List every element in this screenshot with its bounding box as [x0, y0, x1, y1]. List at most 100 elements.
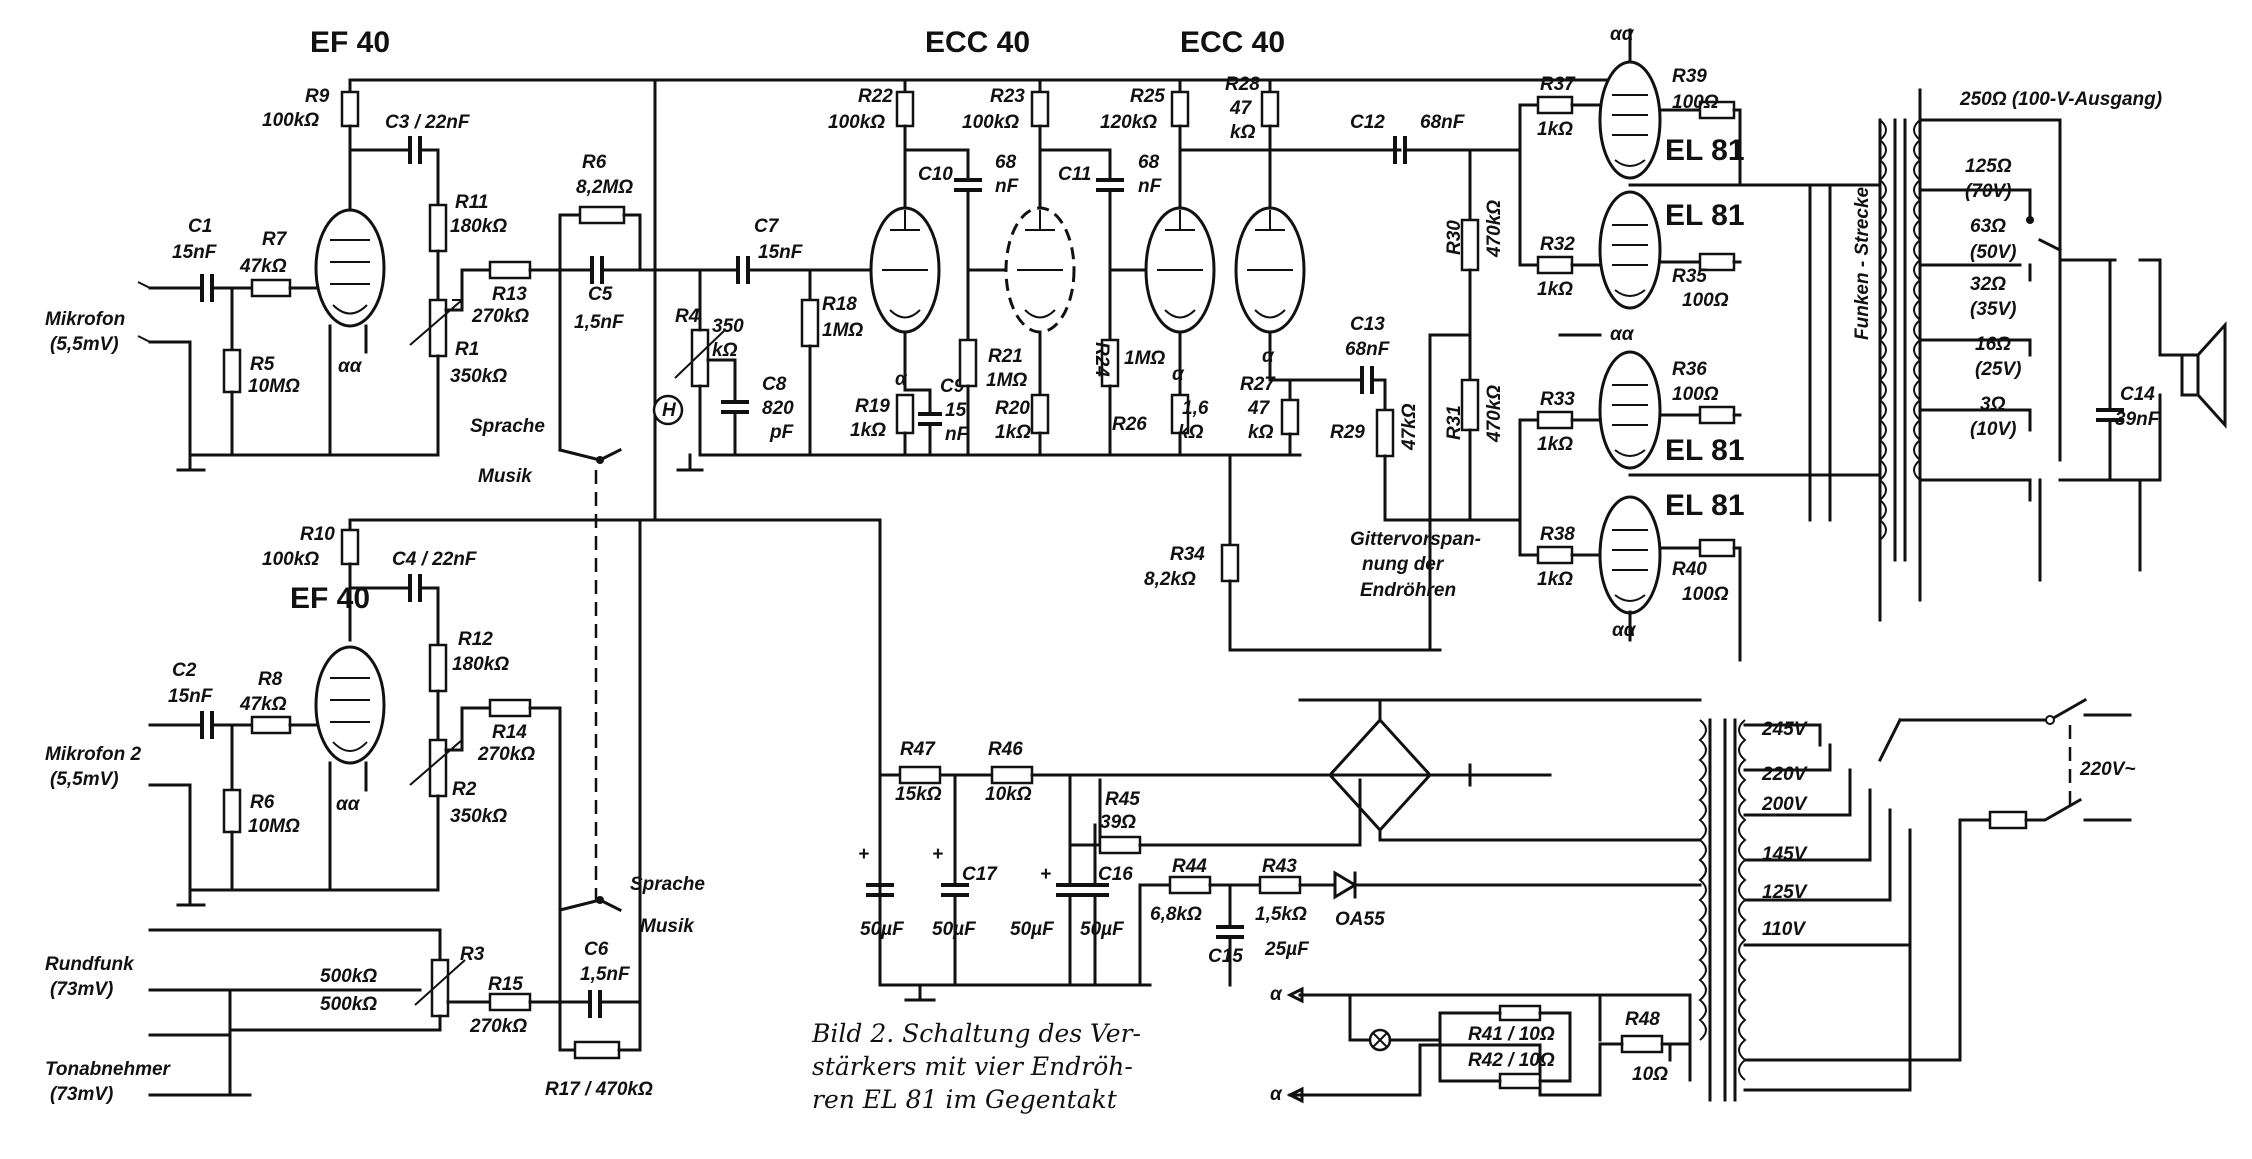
label-r23-name: R23	[990, 86, 1025, 107]
label-c5-value: 1,5nF	[574, 312, 625, 333]
potentiometer-r1	[428, 298, 448, 358]
label-r20-name: R20	[995, 398, 1030, 419]
resistor-r10	[340, 528, 360, 566]
label-c12-value: 68nF	[1420, 112, 1466, 133]
label-c8-v2: pF	[769, 422, 795, 443]
resistor-r37	[1536, 95, 1574, 115]
figure-caption: Bild 2. Schaltung des Ver- stärkers mit …	[811, 1019, 1141, 1114]
label-r41: R41 / 10Ω	[1468, 1024, 1555, 1045]
label-r30-value: 470kΩ	[1484, 200, 1505, 258]
resistor-r11	[428, 203, 448, 253]
label-c1-name: C1	[188, 216, 212, 237]
label-switch-sprache-2: Sprache	[630, 874, 705, 895]
label-r45-name: R45	[1105, 789, 1140, 810]
label-c17-plus1: +	[858, 844, 869, 865]
tube-label-el81-3: EL 81	[1665, 434, 1745, 467]
label-r35-name: R35	[1672, 266, 1707, 287]
label-c4: C4 / 22nF	[392, 549, 478, 570]
label-r42: R42 / 10Ω	[1468, 1050, 1555, 1071]
label-r6-name: R6	[582, 152, 607, 173]
label-r25-name: R25	[1130, 86, 1165, 107]
label-r32-name: R32	[1540, 234, 1575, 255]
label-r38-value: 1kΩ	[1537, 569, 1573, 590]
label-c8-name: C8	[762, 374, 787, 395]
label-mains-200: 200V	[1761, 794, 1808, 815]
label-r3b: 500kΩ	[320, 994, 377, 1015]
label-oa55: OA55	[1335, 909, 1385, 930]
label-r28-name: R28	[1225, 74, 1260, 95]
label-r29: R29	[1330, 422, 1365, 443]
label-c12: C12	[1350, 112, 1385, 133]
feedback-network-2: C6 1,5nF R17 / 470kΩ Sprache Musik	[545, 518, 705, 1100]
label-r26-v2: kΩ	[1178, 422, 1204, 443]
potentiometer-r2	[428, 738, 448, 798]
label-r5-name: R5	[250, 354, 275, 375]
label-c6-value: 1,5nF	[580, 964, 631, 985]
resistor-r6	[578, 205, 626, 225]
resistor-r20	[1030, 393, 1050, 435]
label-phono-level: (73mV)	[50, 1084, 113, 1105]
label-r3a: 500kΩ	[320, 966, 377, 987]
label-c3: C3 / 22nF	[385, 112, 471, 133]
label-tap-63: 63Ω	[1970, 216, 2006, 237]
label-tap-3: 3Ω	[1980, 394, 2006, 415]
label-r4-v1: 350	[712, 316, 744, 337]
label-r15-value: 270kΩ	[469, 1016, 527, 1037]
tube-label-ef40-1: EF 40	[310, 26, 390, 59]
label-c1-value: 15nF	[172, 242, 218, 263]
label-r33-name: R33	[1540, 389, 1575, 410]
label-r38-name: R38	[1540, 524, 1575, 545]
label-c10-name: C10	[918, 164, 953, 185]
label-r37-name: R37	[1540, 74, 1576, 95]
hum-balance-symbol	[652, 394, 684, 426]
resistor-r6b	[222, 788, 242, 834]
label-c9-v2: nF	[945, 424, 970, 445]
resistor-r46	[990, 765, 1034, 785]
label-c11-v2: nF	[1138, 176, 1163, 197]
label-r43-value: 1,5kΩ	[1255, 904, 1307, 925]
resistor-r22	[895, 90, 915, 128]
label-c10-v2: nF	[995, 176, 1020, 197]
resistor-r15	[488, 992, 532, 1012]
resistor-r17	[573, 1040, 621, 1060]
label-h: H	[662, 400, 677, 421]
resistor-r34	[1220, 543, 1240, 583]
diode-oa55	[1333, 870, 1358, 900]
caption-line-3: ren EL 81 im Gegentakt	[812, 1085, 1118, 1114]
label-r10-value: 100kΩ	[262, 549, 319, 570]
label-r21-value: 1MΩ	[986, 370, 1027, 391]
stage-ecc40-1: ECC 40 ECC 40 C7 15nF R4 350 kΩ C8 820 p…	[652, 26, 1302, 472]
label-tap-70v: (70V)	[1965, 181, 2011, 202]
label-r36-value: 100Ω	[1672, 384, 1719, 405]
label-r12-value: 180kΩ	[452, 654, 509, 675]
label-switch-musik-2: Musik	[640, 916, 695, 937]
label-r7-name: R7	[262, 229, 288, 250]
resistor-r18	[800, 298, 820, 348]
tube-el81-1	[1598, 60, 1662, 180]
label-r6b-value: 10MΩ	[248, 816, 300, 837]
label-c10-v1: 68	[995, 152, 1017, 173]
tube-el81-3	[1598, 350, 1662, 470]
label-c16-plus: +	[1040, 864, 1051, 885]
label-mic1: Mikrofon	[45, 309, 125, 330]
label-tap-35v: (35V)	[1970, 299, 2016, 320]
label-c8-v1: 820	[762, 398, 794, 419]
label-mic2: Mikrofon 2	[45, 744, 141, 765]
label-r47-value: 15kΩ	[895, 784, 942, 805]
mic1-input: Mikrofon (5,5mV)	[45, 281, 192, 457]
label-r24-value: 1MΩ	[1124, 348, 1165, 369]
label-r6-value: 8,2MΩ	[576, 177, 633, 198]
label-aa-el81-2: αα	[1610, 324, 1635, 345]
label-r2-name: R2	[452, 779, 477, 800]
label-c17-name: C17	[962, 864, 998, 885]
label-r12-name: R12	[458, 629, 493, 650]
label-r1-value: 350kΩ	[450, 366, 507, 387]
tube-label-el81-1: EL 81	[1665, 134, 1745, 167]
resistor-r32	[1536, 255, 1574, 275]
label-r34-value: 8,2kΩ	[1144, 569, 1196, 590]
label-r22-name: R22	[858, 86, 893, 107]
tube-label-ecc40-1: ECC 40	[925, 26, 1030, 59]
label-r1-name: R1	[455, 339, 479, 360]
label-tap-250: 250Ω (100-V-Ausgang)	[1959, 89, 2162, 110]
